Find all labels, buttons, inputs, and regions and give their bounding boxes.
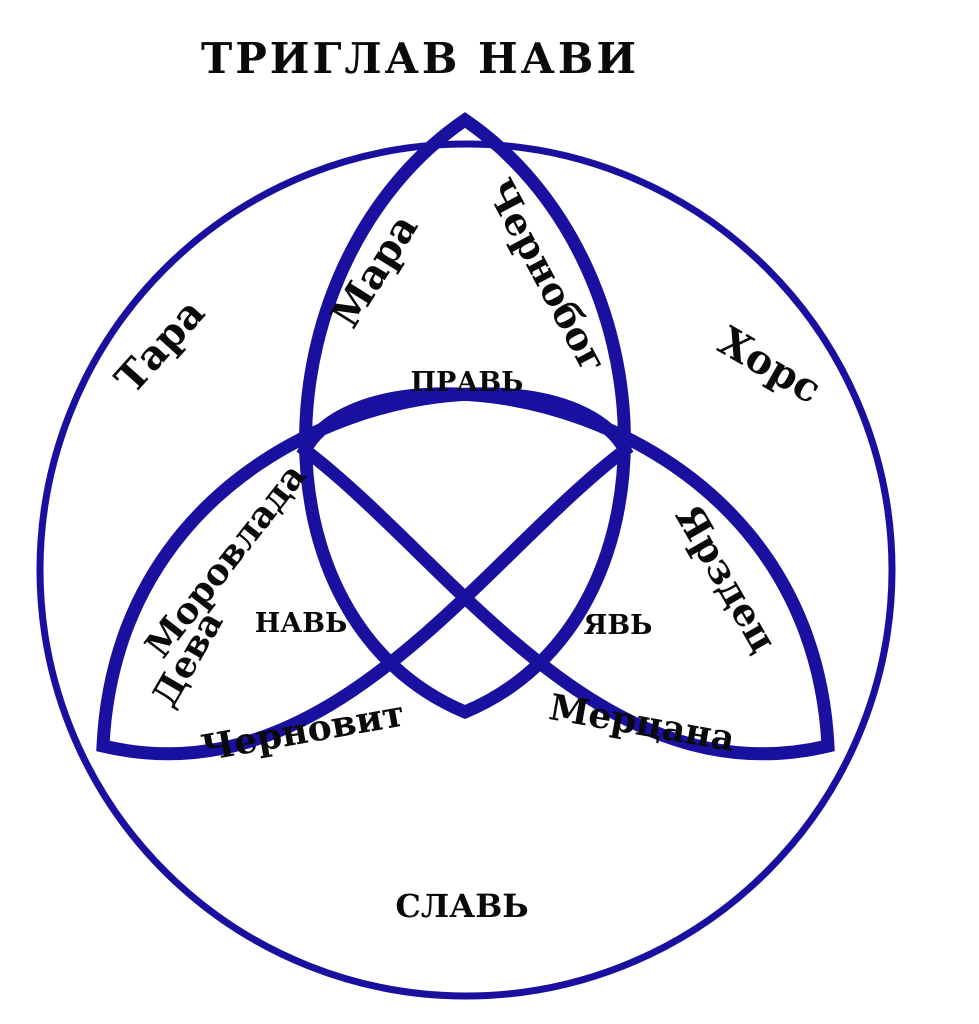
lobe-top — [299, 112, 631, 720]
label-khors: Хорс — [710, 317, 829, 413]
label-prav: ПРАВЬ — [411, 367, 524, 398]
label-yarozdets: Ярздец — [667, 497, 787, 660]
label-mertsana: Мерцана — [546, 686, 738, 760]
outer-circle — [36, 140, 896, 1000]
label-nav: НАВЬ — [255, 608, 348, 639]
label-chernovit: Черновит — [198, 693, 408, 770]
label-slav: СЛАВЬ — [395, 887, 528, 925]
label-yav: ЯВЬ — [584, 610, 653, 641]
lobe-right — [296, 387, 835, 761]
diagram-title: ТРИГЛАВ НАВИ — [201, 34, 639, 83]
label-tara: Тара — [106, 290, 214, 403]
